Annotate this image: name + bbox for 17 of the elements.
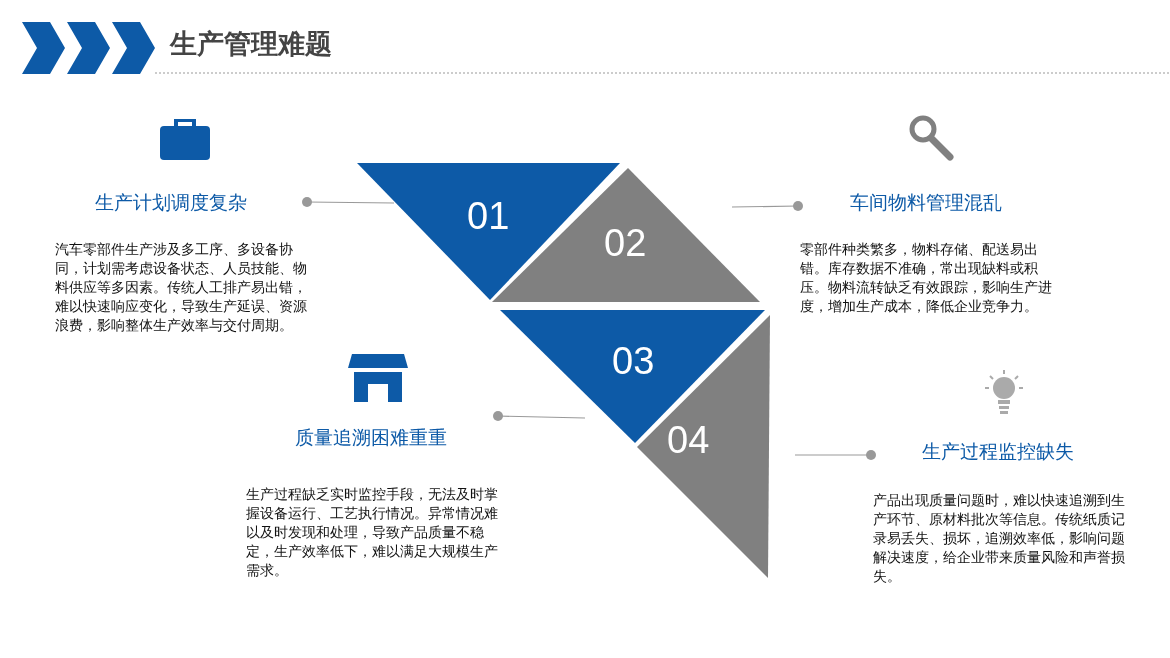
section-heading: 生产计划调度复杂 [95,190,247,215]
section-heading: 质量追溯困难重重 [295,425,447,450]
step-number: 03 [612,342,655,380]
description-text: 生产过程缺乏实时监控手段，无法及时掌握设备运行、工艺执行情况。异常情况难以及时发现和处理，导致产品质量不稳定，生产效率低下，难以满足大规模生产需求。 [246,485,498,580]
description-text: 产品出现质量问题时，难以快速追溯到生产环节、原材料批次等信息。传统纸质记录易丢失、损坏，追溯效率低，影响问题解决速度，给企业带来质量风险和声誉损失。 [873,491,1125,586]
leader-line [302,197,395,207]
step-number: 01 [467,197,510,235]
page-title: 生产管理难题 [170,27,332,61]
leader-line [493,411,586,421]
step-number: 04 [667,421,710,459]
description-text: 汽车零部件生产涉及多工序、多设备协同，计划需考虑设备状态、人员技能、物料供应等多因素。传统人工排产易出错，难以快速响应变化，导致生产延误、资源浪费，影响整体生产效率与交付周期。 [55,240,307,335]
leader-line [731,201,803,211]
section-heading: 生产过程监控缺失 [922,439,1074,464]
section-heading: 车间物料管理混乱 [850,190,1002,215]
step-number: 02 [604,224,647,262]
leader-line [794,450,876,460]
description-text: 零部件种类繁多，物料存储、配送易出错。库存数据不准确，常出现缺料或积压。物料流转缺乏有效跟踪，影响生产进度，增加生产成本，降低企业竞争力。 [800,240,1052,316]
